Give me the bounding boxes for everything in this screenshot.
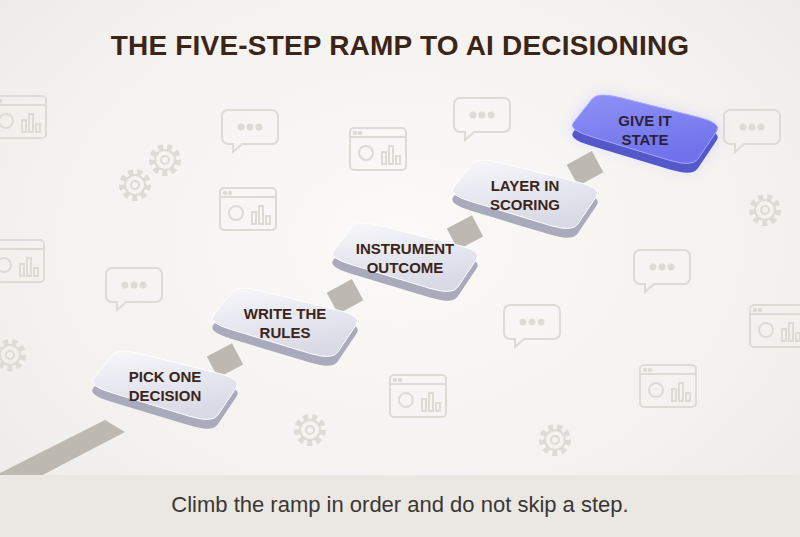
step-label: INSTRUMENT OUTCOME [354, 239, 456, 277]
ramp-line [212, 354, 237, 367]
step-label: LAYER IN SCORING [474, 176, 576, 214]
step-node: PICK ONE DECISION [86, 346, 244, 438]
step-label: GIVE IT STATE [594, 111, 696, 149]
step-node: INSTRUMENT OUTCOME [326, 218, 484, 310]
step-label: WRITE THE RULES [234, 304, 336, 342]
step-text-wrap: INSTRUMENT OUTCOME [326, 218, 484, 297]
step-text-wrap: WRITE THE RULES [206, 283, 364, 362]
ramp-line [572, 162, 597, 176]
ramp-line [332, 290, 357, 304]
step-text-wrap: GIVE IT STATE [566, 90, 724, 169]
ramp-line [452, 226, 477, 239]
step-node: WRITE THE RULES [206, 283, 364, 375]
diagram-title: THE FIVE-STEP RAMP TO AI DECISIONING [0, 30, 800, 62]
ramp-segment [572, 162, 597, 176]
ramp-segment [212, 354, 237, 367]
ramp-segment [332, 290, 357, 304]
step-text-wrap: LAYER IN SCORING [446, 155, 604, 234]
step-node: GIVE IT STATE [566, 90, 724, 182]
step-node: LAYER IN SCORING [446, 155, 604, 247]
diagram-caption: Climb the ramp in order and do not skip … [0, 492, 800, 518]
step-label: PICK ONE DECISION [114, 367, 216, 405]
ramp-segment [452, 226, 477, 239]
step-text-wrap: PICK ONE DECISION [86, 346, 244, 425]
